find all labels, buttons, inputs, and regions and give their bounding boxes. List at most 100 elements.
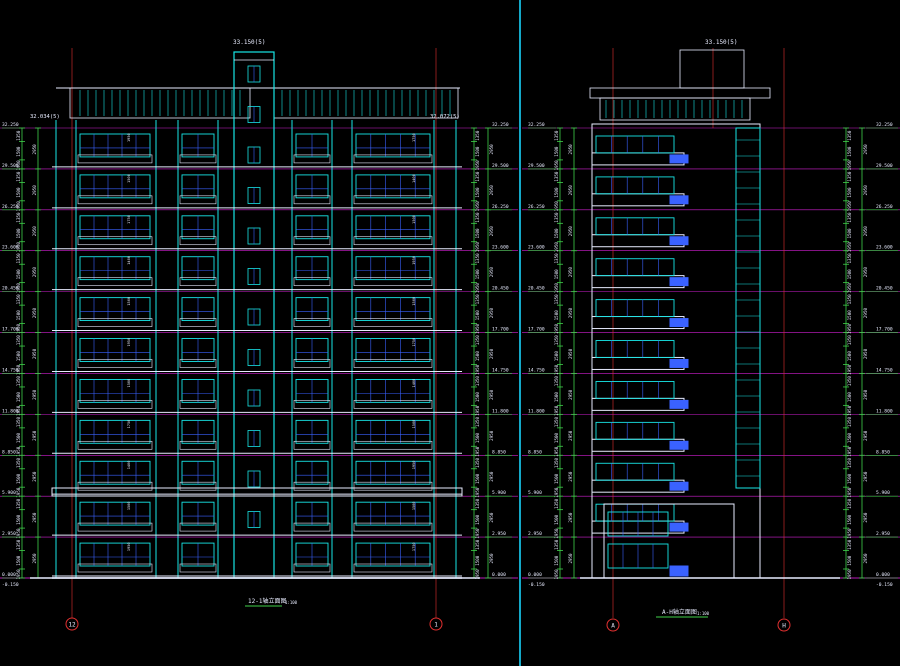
dimension-label: 2950 [32, 430, 37, 441]
dimension-label: 1500 [554, 269, 559, 280]
left-elevation-view: 1350 1500 1950 1350 1500 1950 1350 1500 1950 1350… [0, 48, 518, 618]
dimension-label: 2950 [489, 144, 494, 155]
dimension-label: 2950 [32, 553, 37, 564]
window-dim-label: 1950 [127, 542, 131, 551]
window-frame [355, 338, 431, 362]
dimension-label: 1950 [16, 283, 21, 294]
balcony-rail [293, 318, 331, 327]
dimension-label: 1950 [554, 405, 559, 416]
side-ac-unit [669, 522, 689, 532]
level-marker-right: 8.850 [876, 449, 890, 455]
window-frame [79, 501, 151, 526]
dimension-label: 1950 [554, 160, 559, 171]
window-frame [79, 419, 151, 444]
window-dim-label: 1950 [127, 133, 131, 142]
balcony-rail [293, 195, 331, 205]
side-ac-unit [669, 565, 689, 577]
dimension-label: 1350 [847, 498, 852, 509]
window-dim-label: 1950 [127, 338, 131, 347]
left-scale: 1:100 [285, 600, 298, 605]
level-marker-left: 23.600 [2, 245, 19, 251]
level-marker-bottom: -0.150 [528, 582, 545, 588]
dimension-label: 1500 [475, 228, 480, 239]
dimension-label: 2950 [32, 512, 37, 523]
dimension-label: 1500 [847, 310, 852, 321]
dimension-label: 1500 [554, 555, 559, 566]
window-frame [355, 133, 431, 158]
right-caption: A-H轴立面图 [662, 608, 697, 616]
dimension-label: 2950 [863, 389, 868, 400]
dimension-label: 2950 [568, 471, 573, 482]
roof-machine-room [679, 49, 745, 89]
dimension-label: 1500 [554, 146, 559, 157]
left-roof-elevation-right: 32.072(5) [430, 114, 460, 120]
balcony-rail [353, 522, 433, 532]
window-dim-label: 1950 [412, 461, 416, 470]
dimension-label: 1950 [16, 364, 21, 375]
balcony-rail [179, 154, 217, 164]
dimension-label: 1950 [847, 242, 852, 253]
dimension-label: 1500 [847, 146, 852, 157]
dimension-label: 1350 [475, 171, 480, 182]
dimension-label: 1950 [847, 201, 852, 212]
window-frame [79, 460, 151, 485]
dimension-label: 2950 [32, 389, 37, 400]
window-dim-label: 1950 [412, 256, 416, 265]
axis-bubble-A: A [606, 618, 620, 632]
dimension-label: 1350 [475, 376, 480, 387]
dimension-label: 1350 [554, 212, 559, 223]
side-ac-unit [669, 277, 689, 287]
dimension-label: 2950 [568, 226, 573, 237]
dimension-label: 1350 [16, 212, 21, 223]
balcony-rail [353, 400, 433, 409]
level-marker-left: 14.750 [2, 367, 19, 373]
dimension-label: 2950 [489, 308, 494, 319]
balcony-rail [77, 522, 153, 532]
balcony-rail [293, 359, 331, 368]
dimension-label: 1350 [475, 253, 480, 264]
level-marker-left: 0.000 [2, 572, 16, 578]
level-marker-right: 11.800 [492, 408, 509, 414]
balcony-rail [353, 195, 433, 205]
right-top-elevation: 33.150(5) [705, 39, 738, 46]
dimension-label: 1500 [16, 146, 21, 157]
dimension-label: 2950 [863, 512, 868, 523]
balcony-rail [179, 359, 217, 368]
side-window [595, 381, 675, 399]
dimension-label: 1500 [554, 351, 559, 362]
dimension-label: 1500 [847, 433, 852, 444]
dimension-label: 1350 [475, 539, 480, 550]
dimension-label: 1350 [16, 457, 21, 468]
side-ac-unit [669, 440, 689, 450]
dimension-label: 1350 [475, 294, 480, 305]
window-dim-label: 1500 [412, 297, 416, 306]
window-frame [355, 256, 431, 281]
balcony-rail [77, 440, 153, 450]
balcony-rail [353, 318, 433, 327]
roof-parapet [599, 97, 751, 121]
dimension-label: 1350 [554, 457, 559, 468]
balcony-rail [77, 400, 153, 409]
dimension-label: 1950 [847, 160, 852, 171]
left-top-elevation: 33.150(5) [233, 39, 266, 46]
dimension-label: 2950 [489, 430, 494, 441]
dimension-label: 1950 [847, 528, 852, 539]
side-window [595, 421, 675, 440]
dimension-label: 2950 [489, 226, 494, 237]
level-marker-right: 14.750 [876, 367, 893, 373]
window-frame [79, 542, 151, 567]
dimension-label: 1350 [847, 335, 852, 346]
side-window [595, 462, 675, 481]
window-dim-label: 1750 [412, 133, 416, 142]
dimension-label: 1950 [475, 446, 480, 457]
dimension-label: 1950 [16, 405, 21, 416]
dimension-label: 1500 [475, 433, 480, 444]
dimension-label: 1500 [16, 473, 21, 484]
dimension-label: 1950 [475, 405, 480, 416]
dimension-label: 1950 [847, 283, 852, 294]
dimension-label: 1350 [554, 417, 559, 428]
dimension-label: 2950 [568, 348, 573, 359]
dimension-label: 1950 [847, 323, 852, 334]
window-dim-label: 1400 [412, 379, 416, 388]
dimension-label: 1950 [847, 364, 852, 375]
